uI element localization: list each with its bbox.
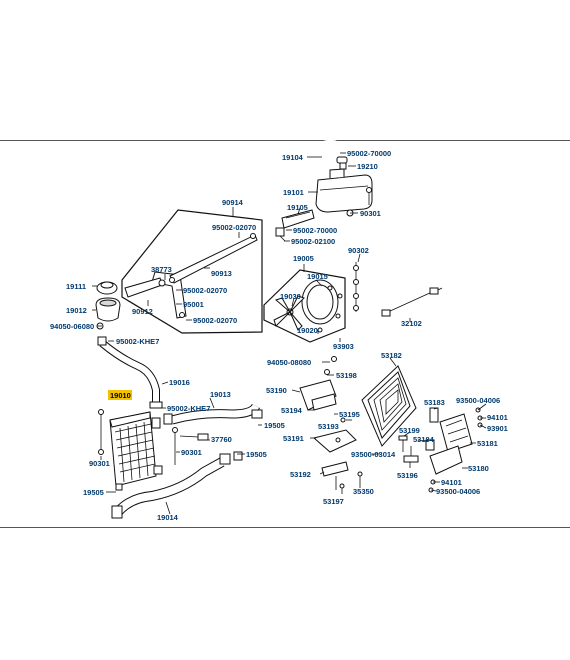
bracket-53191	[312, 429, 357, 453]
radiator-19010	[98, 409, 178, 491]
hose-19016	[97, 336, 163, 409]
part-53196	[403, 446, 419, 463]
part-53184	[425, 439, 435, 451]
label-94050-08080: 94050-08080	[267, 358, 311, 367]
label-94101-bot: 94101	[441, 478, 462, 487]
label-95002-khe7-top: 95002-KHE7	[116, 337, 159, 346]
label-93500-04006-bot: 93500-04006	[436, 487, 480, 496]
clamp-19210	[336, 156, 348, 170]
label-19101: 19101	[283, 188, 304, 197]
bracket-90302	[353, 262, 359, 312]
label-32102: 32102	[401, 319, 422, 328]
bolt-53193	[340, 417, 352, 423]
label-90302: 90302	[348, 246, 369, 255]
label-19012: 19012	[66, 306, 87, 315]
label-53195: 53195	[339, 410, 360, 419]
label-35350: 35350	[353, 487, 374, 496]
label-19505-left: 19505	[83, 488, 104, 497]
hose-19105	[281, 209, 315, 229]
bracket-53192	[321, 461, 349, 490]
bracket-53180	[429, 445, 463, 475]
label-53192: 53192	[290, 470, 311, 479]
leader-lines	[92, 152, 487, 515]
label-38773: 38773	[151, 265, 172, 274]
label-95002-02070-top: 95002-02070	[212, 223, 256, 232]
label-37760: 37760	[211, 435, 232, 444]
label-95001: 95001	[183, 300, 204, 309]
label-53190: 53190	[266, 386, 287, 395]
label-93500-04006-top: 93500-04006	[456, 396, 500, 405]
label-19016: 19016	[169, 378, 190, 387]
sensor-37760	[179, 433, 209, 441]
label-53181: 53181	[477, 439, 498, 448]
label-19010: 19010	[110, 391, 131, 400]
label-53194: 53194	[281, 406, 303, 415]
label-90913: 90913	[211, 269, 232, 278]
label-19015: 19015	[307, 272, 328, 281]
bracket-53181	[439, 413, 473, 453]
label-19104: 19104	[282, 153, 304, 162]
clamp-95002-02100	[275, 227, 286, 242]
part-53183	[429, 407, 439, 423]
label-95002-02100: 95002-02100	[291, 237, 335, 246]
label-93901: 93901	[487, 424, 508, 433]
label-95002-70000-mid: 95002-70000	[293, 226, 337, 235]
label-90914: 90914	[222, 198, 244, 207]
label-95002-02070-mid: 95002-02070	[183, 286, 227, 295]
grille-53182	[361, 365, 417, 447]
label-93500-03014: 93500-03014	[351, 450, 396, 459]
label-53191: 53191	[283, 434, 304, 443]
label-94101-top: 94101	[487, 413, 508, 422]
label-19020: 19020	[297, 326, 318, 335]
highlight-19010	[108, 390, 132, 400]
label-90912: 90912	[132, 307, 153, 316]
label-95002-70000-top: 95002-70000	[347, 149, 391, 158]
label-53198: 53198	[336, 371, 357, 380]
filler-neck-19012	[95, 297, 121, 330]
part-53199	[398, 435, 408, 452]
label-19013: 19013	[210, 390, 231, 399]
part-labels: 19104 95002-70000 19210 19101 90301 1910…	[50, 149, 508, 522]
bracket-53190	[299, 379, 337, 411]
hose-19104	[321, 140, 339, 160]
hose-19014	[111, 451, 243, 519]
label-53199: 53199	[399, 426, 420, 435]
reservoir-tank-19101	[315, 168, 373, 213]
label-19210: 19210	[357, 162, 378, 171]
wire-harness-32102	[381, 287, 443, 317]
label-95002-khe7-mid: 95002-KHE7	[167, 404, 210, 413]
label-19030: 19030	[280, 292, 301, 301]
label-95002-02070-bot: 95002-02070	[193, 316, 237, 325]
label-53184: 53184	[413, 435, 435, 444]
label-53180: 53180	[468, 464, 489, 473]
label-19111: 19111	[66, 282, 86, 291]
label-53196: 53196	[397, 471, 418, 480]
hose-kit-90914-box	[121, 207, 263, 334]
label-19014: 19014	[157, 513, 179, 522]
fan-shroud-box-19005	[263, 269, 346, 343]
label-19505-right: 19505	[246, 450, 267, 459]
label-90301-tank: 90301	[360, 209, 381, 218]
label-53197: 53197	[323, 497, 344, 506]
label-19105: 19105	[287, 203, 308, 212]
label-19005: 19005	[293, 254, 314, 263]
label-90301-mid: 90301	[181, 448, 202, 457]
hose-19013	[163, 403, 263, 425]
label-19505-mid: 19505	[264, 421, 285, 430]
filler-cap-19111	[96, 281, 118, 295]
label-93903: 93903	[333, 342, 354, 351]
bolt-53198	[324, 356, 337, 375]
label-53193: 53193	[318, 422, 339, 431]
bolt-35350	[357, 471, 363, 486]
label-53183: 53183	[424, 398, 445, 407]
frame-bottom-border	[0, 527, 570, 528]
label-90301-left: 90301	[89, 459, 110, 468]
frame-top-border	[0, 140, 570, 141]
bolt-53197	[339, 483, 345, 489]
label-94050-06080: 94050-06080	[50, 322, 94, 331]
label-53182: 53182	[381, 351, 402, 360]
